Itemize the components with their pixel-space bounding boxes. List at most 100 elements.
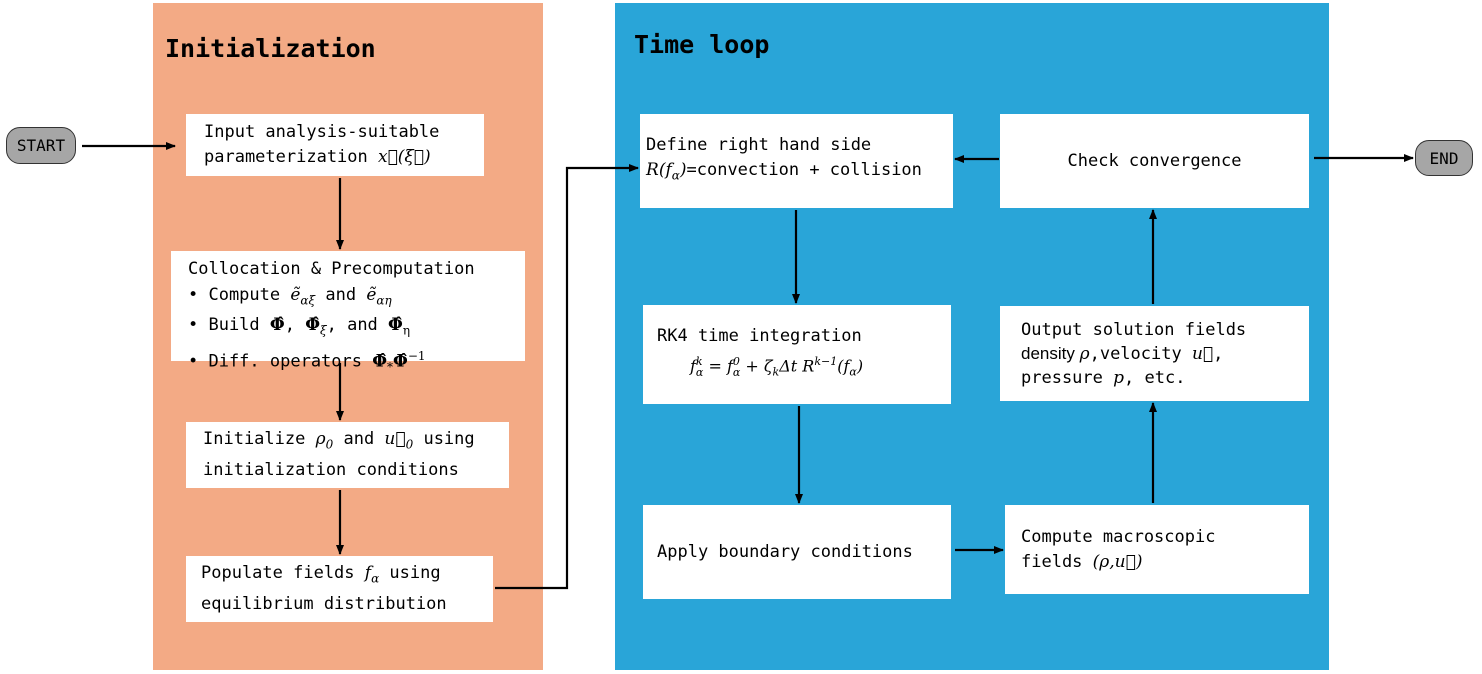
output-line-1: Output solution fields — [1021, 319, 1247, 340]
rk4-f0: f — [726, 356, 733, 376]
macroscopic-math: (ρ,u⃗) — [1092, 551, 1143, 572]
rhs-line-2: R(fα)=convection + collision — [646, 158, 953, 188]
initialize-rho: ρ — [315, 429, 326, 450]
output-u: u⃗ — [1191, 343, 1214, 364]
bullet-1-text: • Compute — [188, 284, 291, 305]
bullet-2-sub-xi: ξ — [320, 323, 327, 338]
collocation-bullet-2: • Build Φ̂, Φ̂ξ, and Φ̂η — [188, 313, 525, 344]
check-convergence-box: Check convergence — [1000, 114, 1309, 208]
output-etc: , etc. — [1124, 367, 1186, 388]
bullet-1-and: and — [315, 284, 367, 305]
bullet-3-phi-2: Φ̂ — [393, 351, 408, 372]
initialization-title: Initialization — [165, 34, 376, 63]
rk4-plus: + — [740, 356, 764, 376]
output-line-2: density ρ,velocity u⃗, — [1021, 342, 1309, 366]
collocation-bullet-1: • Compute ẽαξ and ẽαη — [188, 283, 525, 314]
bullet-3-sub: * — [387, 360, 394, 375]
output-p: p — [1113, 367, 1125, 388]
input-parameterization-box: Input analysis-suitable parameterization… — [186, 114, 484, 176]
input-line-1: Input analysis-suitable — [204, 122, 440, 142]
bullet-3-sup: −1 — [407, 349, 426, 364]
input-line-2-text: parameterization — [204, 147, 378, 167]
bullet-1-e-eta: ẽ — [366, 284, 377, 305]
populate-text-1: Populate fields — [201, 563, 365, 584]
rk4-R: R — [802, 356, 815, 376]
rk4-arg-close: ) — [856, 356, 864, 376]
populate-f: f — [364, 563, 372, 584]
output-pressure-label: pressure — [1021, 367, 1114, 388]
boundary-conditions-box: Apply boundary conditions — [643, 505, 951, 599]
output-density-label: density — [1021, 343, 1080, 363]
output-comma: , — [1213, 343, 1224, 364]
rhs-f-sub: α — [671, 168, 680, 183]
bullet-2-sep1: , — [284, 315, 306, 336]
initialize-line-2: initialization conditions — [203, 459, 459, 480]
initialize-rho-sub: 0 — [325, 437, 334, 452]
macroscopic-line-2: fields (ρ,u⃗) — [1021, 550, 1309, 575]
rk4-f: f — [690, 356, 696, 376]
input-line-2: parameterization x⃗(ξ⃗) — [204, 145, 484, 170]
output-line-3: pressure p, etc. — [1021, 366, 1309, 390]
macroscopic-line-1: Compute macroscopic — [1021, 526, 1216, 547]
bullet-1-e-xi: ẽ — [290, 284, 301, 305]
bullet-2-phi-xi: Φ̂ — [305, 315, 320, 336]
rhs-f: f — [665, 160, 672, 181]
initialize-line-1: Initialize ρ0 and u⃗0 using — [203, 427, 509, 457]
initialize-text-1: Initialize — [203, 429, 316, 450]
populate-line-2: equilibrium distribution — [201, 593, 447, 614]
bullet-2-sep2: , and — [326, 315, 389, 336]
start-terminal: START — [6, 127, 76, 164]
populate-f-sub: α — [371, 571, 380, 586]
macroscopic-fields-box: Compute macroscopic fields (ρ,u⃗) — [1005, 505, 1309, 594]
bullet-1-sub-eta: αη — [376, 292, 392, 307]
collocation-box: Collocation & Precomputation • Compute ẽ… — [171, 251, 525, 374]
rhs-paren-open: ( — [658, 160, 666, 181]
rk4-f0-sup: 0 — [732, 355, 740, 369]
rk4-line-1: RK4 time integration — [657, 326, 862, 347]
initialize-text-2: using — [413, 429, 475, 450]
bullet-2-sub-eta: η — [402, 323, 411, 338]
populate-text-2: using — [379, 563, 441, 584]
initialize-and: and — [333, 429, 385, 450]
output-fields-box: Output solution fields density ρ,velocit… — [1000, 306, 1309, 401]
rk4-zeta: ζ — [763, 356, 773, 376]
bullet-2-phi: Φ̂ — [269, 315, 285, 336]
convergence-label: Check convergence — [1067, 150, 1242, 171]
input-line-2-math: x⃗(ξ⃗) — [378, 147, 431, 167]
bullet-2-text: • Build — [188, 315, 270, 336]
rk4-eq: = — [703, 356, 727, 376]
bullet-2-phi-eta: Φ̂ — [388, 315, 403, 336]
output-velocity-label: ,velocity — [1089, 343, 1192, 364]
initialize-u-sub: 0 — [405, 437, 414, 452]
output-rho: ρ — [1079, 343, 1090, 364]
rk4-R-sup: k−1 — [814, 355, 838, 369]
arrow-populate-to-rhs — [495, 164, 639, 590]
collocation-bullet-3: • Diff. operators Φ̂*Φ̂−1 — [188, 344, 525, 381]
bullet-3-phi: Φ̂ — [372, 351, 388, 372]
macroscopic-text: fields — [1021, 551, 1093, 572]
rhs-paren-close: ) — [679, 160, 687, 181]
rk4-f-sup: k — [695, 355, 703, 369]
populate-line-1: Populate fields fα using — [201, 561, 493, 591]
define-rhs-box: Define right hand side R(fα)=convection … — [640, 114, 953, 208]
populate-fields-box: Populate fields fα using equilibrium dis… — [186, 556, 493, 622]
rk4-arg-sub: α — [849, 365, 857, 379]
rhs-line-1: Define right hand side — [646, 135, 872, 156]
boundary-label: Apply boundary conditions — [657, 541, 913, 562]
rk4-zeta-sub: k — [772, 365, 780, 379]
rk4-f-sub: α — [695, 366, 704, 380]
time-loop-title: Time loop — [634, 30, 770, 59]
bullet-1-sub-xi: αξ — [300, 292, 316, 307]
rk4-dt: Δt — [779, 356, 803, 376]
bullet-3-text: • Diff. operators — [188, 351, 373, 372]
rk4-f0-sub: α — [732, 366, 741, 380]
initialize-box: Initialize ρ0 and u⃗0 using initializati… — [186, 422, 509, 488]
initialize-u: u⃗ — [384, 429, 406, 450]
rhs-R: R — [646, 160, 659, 181]
rhs-rest: =convection + collision — [686, 160, 922, 181]
collocation-heading: Collocation & Precomputation — [188, 259, 475, 279]
end-terminal: END — [1415, 140, 1473, 176]
